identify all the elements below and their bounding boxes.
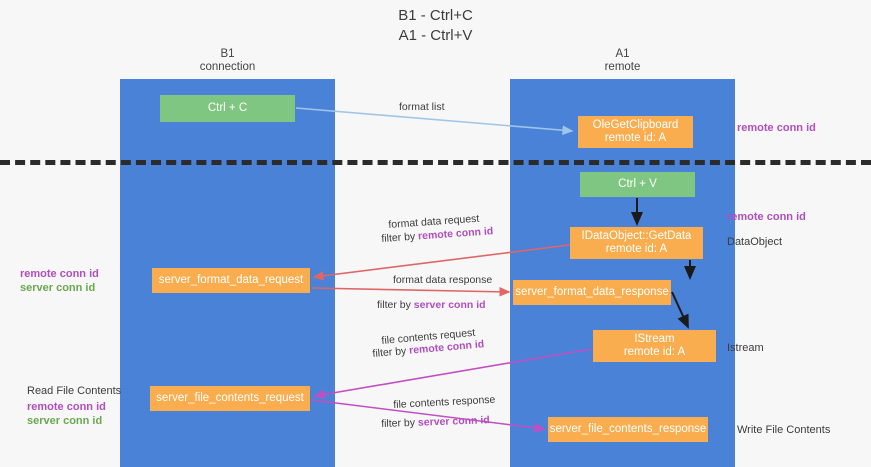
annotation-right-remote-conn-id-top: remote conn id [737, 122, 816, 134]
phase-divider [0, 160, 871, 165]
annotation-left-server-conn-id-bottom: server conn id [27, 415, 103, 427]
node-server-file-contents-request[interactable]: server_file_contents_request [150, 386, 310, 411]
node-server-file-contents-response[interactable]: server_file_contents_response [548, 417, 708, 442]
edge-label-filter-server-conn-id-1: filter by server conn id [377, 299, 486, 312]
filter-prefix-4: filter by [381, 416, 419, 430]
annotation-write-file-contents: Write File Contents [737, 424, 831, 436]
annotation-istream: Istream [727, 342, 764, 354]
node-istream[interactable]: IStream remote id: A [593, 330, 716, 362]
column-header-a1-name: A1 [615, 48, 630, 60]
annotation-read-file-contents: Read File Contents [27, 385, 122, 397]
annotation-left-server-conn-id-mid: server conn id [20, 282, 96, 294]
annotation-dataobject: DataObject [727, 236, 783, 248]
node-server-format-data-response[interactable]: server_format_data_response [513, 280, 671, 305]
edge-label-format-list: format list [399, 101, 445, 113]
filter-prefix-2: filter by [377, 299, 414, 311]
annotation-left-remote-conn-id-bottom: remote conn id [27, 401, 106, 413]
column-header-b1-name: B1 [220, 48, 235, 60]
node-ctrl-c[interactable]: Ctrl + C [160, 95, 295, 122]
server-conn-id-1: server conn id [413, 299, 486, 311]
edge-label-filter-server-conn-id-2: filter by server conn id [381, 414, 490, 431]
filter-prefix-1: filter by [381, 230, 419, 245]
edge-label-format-data-response: format data response [393, 274, 493, 286]
node-server-format-data-request[interactable]: server_format_data_request [152, 268, 310, 293]
node-idataobject-getdata[interactable]: IDataObject::GetData remote id: A [570, 227, 703, 259]
column-header-a1-role: remote [604, 61, 641, 73]
column-header-b1-role: connection [199, 61, 256, 73]
annotation-right-remote-conn-id-mid: remote conn id [727, 211, 806, 223]
edge-format-data-response [311, 287, 511, 297]
node-ctrl-v[interactable]: Ctrl + V [580, 172, 695, 197]
diagram-title: B1 - Ctrl+C A1 - Ctrl+V [398, 7, 473, 44]
annotation-left-remote-conn-id-mid: remote conn id [20, 268, 99, 280]
edge-label-file-contents-response: file contents response [393, 393, 496, 411]
filter-prefix-3: filter by [372, 344, 410, 360]
node-idataobject-remote[interactable]: OleGetClipboard remote id: A [578, 116, 693, 148]
server-conn-id-2: server conn id [417, 414, 490, 429]
